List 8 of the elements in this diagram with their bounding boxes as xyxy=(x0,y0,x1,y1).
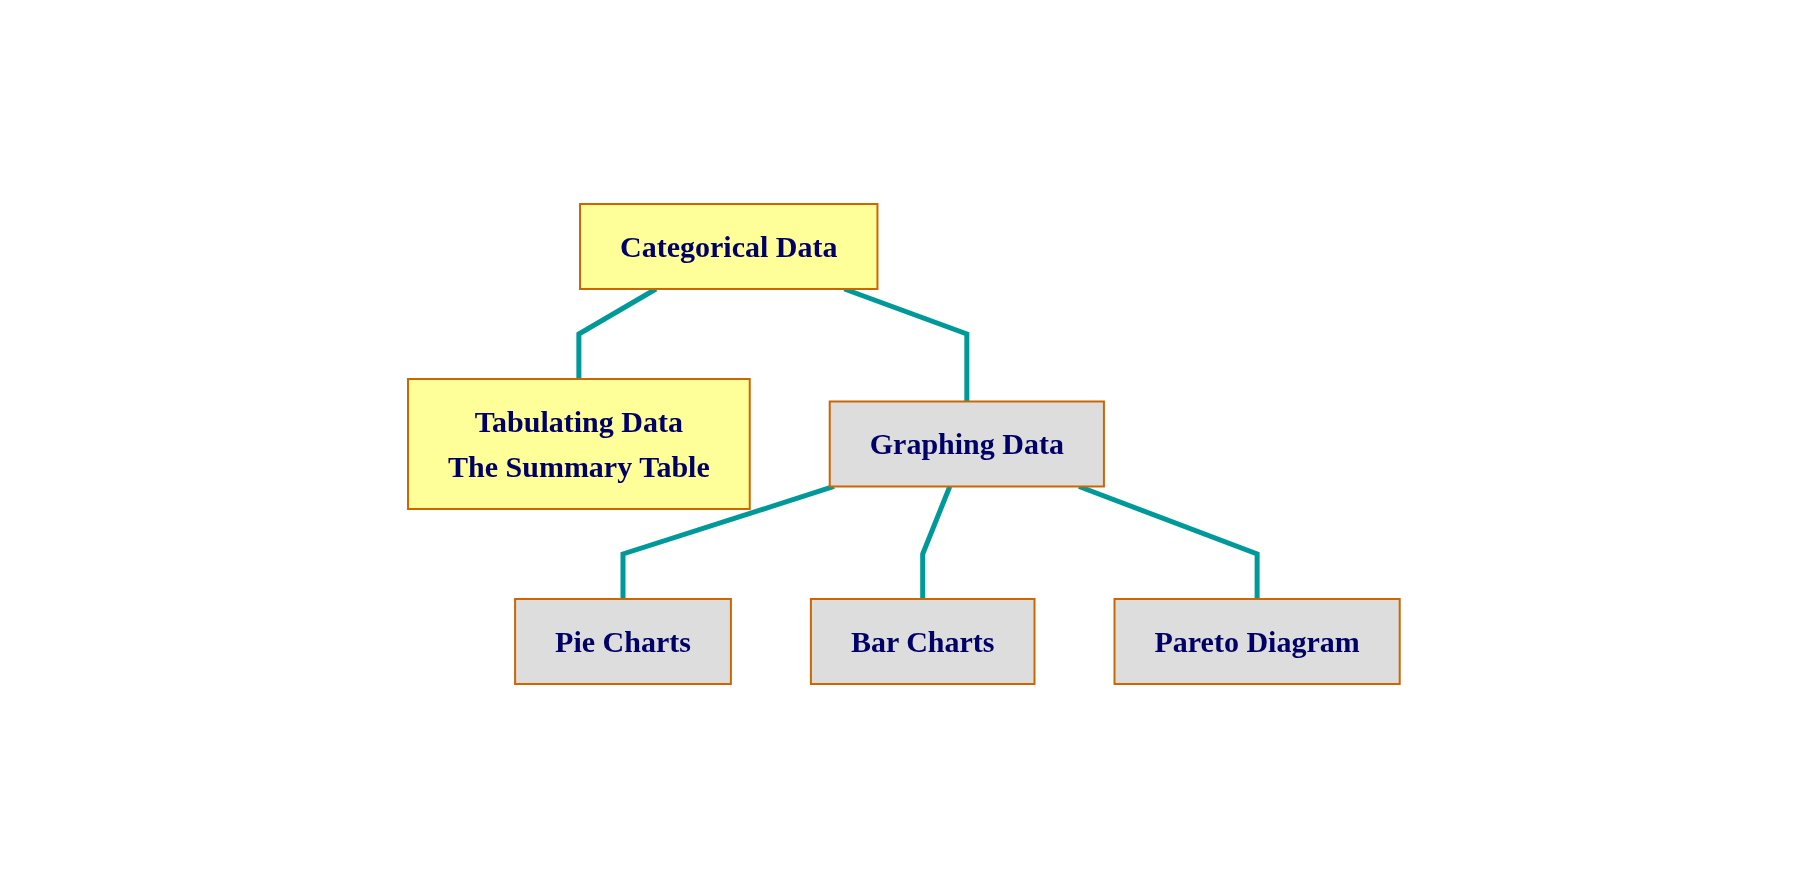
node-box: Categorical Data xyxy=(579,203,879,290)
node-box: Tabulating Data The Summary Table xyxy=(407,378,751,510)
node-box: Bar Charts xyxy=(810,598,1036,685)
node-box: Pie Charts xyxy=(514,598,732,685)
node-box: Pareto Diagram xyxy=(1113,598,1401,685)
connector xyxy=(920,485,953,599)
node-box: Graphing Data xyxy=(828,400,1106,488)
connector xyxy=(620,484,835,599)
